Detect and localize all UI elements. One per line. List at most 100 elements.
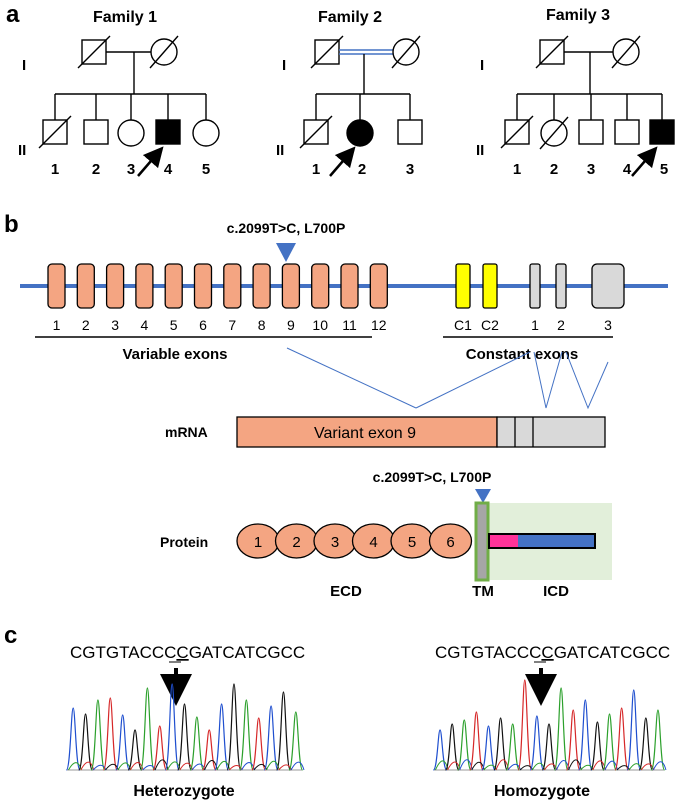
variable-exon-label-9: 9 (287, 317, 295, 333)
variable-exon-label-7: 7 (228, 317, 236, 333)
heterozygote-caption: Heterozygote (133, 783, 234, 800)
splicing-lines (286, 347, 609, 410)
variable-exon-4 (135, 263, 154, 309)
constant-exon-c1 (455, 263, 471, 309)
sequence-right: CGTGTACCCCGATCATCGCC (435, 643, 670, 662)
family-3-title: Family 3 (546, 7, 610, 24)
family-1-pedigree: Family 1 I II (18, 9, 220, 177)
ig-domain-label-5: 5 (408, 534, 416, 551)
variable-exon-label-4: 4 (141, 317, 149, 333)
variable-exon-label-11: 11 (342, 317, 357, 333)
variable-exon-label-1: 1 (53, 317, 61, 333)
variable-exon-2 (76, 263, 95, 309)
protein-label: Protein (160, 534, 208, 550)
constant-exon-label-c1: C1 (454, 317, 472, 333)
family-1-member-labels: 1 2 3 4 5 (51, 161, 210, 178)
sequence-right-variant: C (541, 643, 553, 662)
sequence-right-part-b: GATCATCGCC (554, 643, 670, 662)
constant-exon-1 (529, 263, 541, 309)
constant-exon-3 (591, 263, 625, 309)
panel-label-c: c (4, 622, 17, 649)
variable-exon-label-3: 3 (111, 317, 119, 333)
ig-domain-6 (428, 523, 473, 559)
constant-exon-label-2: 2 (557, 317, 565, 333)
variable-exon-8 (252, 263, 271, 309)
protein-variant-label: c.2099T>C, L700P (373, 469, 492, 485)
family-2-title: Family 2 (318, 9, 382, 26)
family-3-member-2: 2 (550, 161, 558, 178)
variable-exon-6 (193, 263, 213, 309)
family-3-gen-i: I (480, 57, 484, 74)
protein-variant-marker-icon (475, 489, 491, 503)
homozygote-caption: Homozygote (494, 783, 590, 800)
constant-exon-labels: C1 C2 1 2 3 (454, 317, 612, 333)
family-2-pedigree: Family 2 I II (276, 9, 423, 177)
constant-exon-2 (555, 263, 567, 309)
panel-label-a: a (6, 1, 20, 28)
family-3-pedigree: Family 3 I II (476, 7, 675, 177)
sequence-right-part-a: CGTGTACCC (435, 643, 541, 662)
variable-exons (47, 263, 388, 309)
sequence-left-part-b: GATCATCGCC (189, 643, 305, 662)
sequence-left-variant: C (176, 643, 188, 662)
panel-label-b: b (4, 211, 19, 238)
family-2-gen-ii: II (276, 142, 284, 159)
icd-pink-segment (490, 535, 518, 547)
icd-label: ICD (543, 583, 569, 600)
variable-exon-3 (105, 263, 125, 309)
constant-exons-caption: Constant exons (466, 346, 579, 363)
variable-exon-7 (223, 263, 242, 309)
constant-exon-label-3: 3 (604, 317, 612, 333)
chromatogram-heterozygote (65, 683, 305, 771)
family-1-member-4: 4 (164, 161, 173, 178)
family-1-member-2: 2 (92, 161, 100, 178)
variable-exon-10 (311, 263, 330, 309)
variable-exon-label-2: 2 (82, 317, 90, 333)
transmembrane-segment (474, 501, 490, 582)
family-2-member-1: 1 (312, 161, 320, 178)
family-1-gen-ii: II (18, 142, 26, 159)
family-1-member-5: 5 (202, 161, 210, 178)
gene-variant-marker-icon (276, 243, 296, 262)
chromatogram-homozygote (432, 679, 667, 771)
variable-exon-1 (47, 263, 66, 309)
mrna-exon-text: Variant exon 9 (314, 425, 416, 442)
family-2-member-2: 2 (358, 161, 366, 178)
family-2-member-3: 3 (406, 161, 414, 178)
variable-exon-label-10: 10 (312, 317, 328, 333)
family-3-member-5: 5 (660, 161, 668, 178)
variable-exon-label-5: 5 (170, 317, 178, 333)
family-1-gen-i: I (22, 57, 26, 74)
variable-exon-5 (164, 263, 183, 309)
ig-domain-label-6: 6 (446, 534, 454, 551)
variable-exon-11 (340, 263, 359, 309)
tm-label: TM (472, 583, 494, 600)
mrna-label: mRNA (165, 424, 208, 440)
family-3-gen-ii: II (476, 142, 484, 159)
mrna-constant-region (496, 416, 606, 448)
family-3-member-labels: 1 2 3 4 5 (513, 161, 668, 178)
variable-exon-label-6: 6 (199, 317, 207, 333)
variable-exon-9 (281, 263, 301, 309)
sequence-left-part-a: CGTGTACCC (70, 643, 176, 662)
constant-exon-label-1: 1 (531, 317, 539, 333)
sequence-left: CGTGTACCCCGATCATCGCC (70, 643, 305, 662)
family-3-member-4: 4 (623, 161, 632, 178)
family-1-member-3: 3 (127, 161, 135, 178)
ig-domain-label-2: 2 (292, 534, 300, 551)
variable-exon-label-8: 8 (258, 317, 266, 333)
family-1-title: Family 1 (93, 9, 157, 26)
variable-exon-12 (369, 263, 388, 309)
family-2-member-labels: 1 2 3 (312, 161, 414, 178)
ecd-label: ECD (330, 583, 362, 600)
constant-exon-c2 (482, 263, 498, 309)
ig-domain-label-1: 1 (254, 534, 262, 551)
family-2-gen-i: I (282, 57, 286, 74)
variable-exon-label-12: 12 (371, 317, 387, 333)
family-1-member-1: 1 (51, 161, 59, 178)
ig-domain-label-3: 3 (331, 534, 339, 551)
gene-variant-label: c.2099T>C, L700P (227, 220, 346, 236)
